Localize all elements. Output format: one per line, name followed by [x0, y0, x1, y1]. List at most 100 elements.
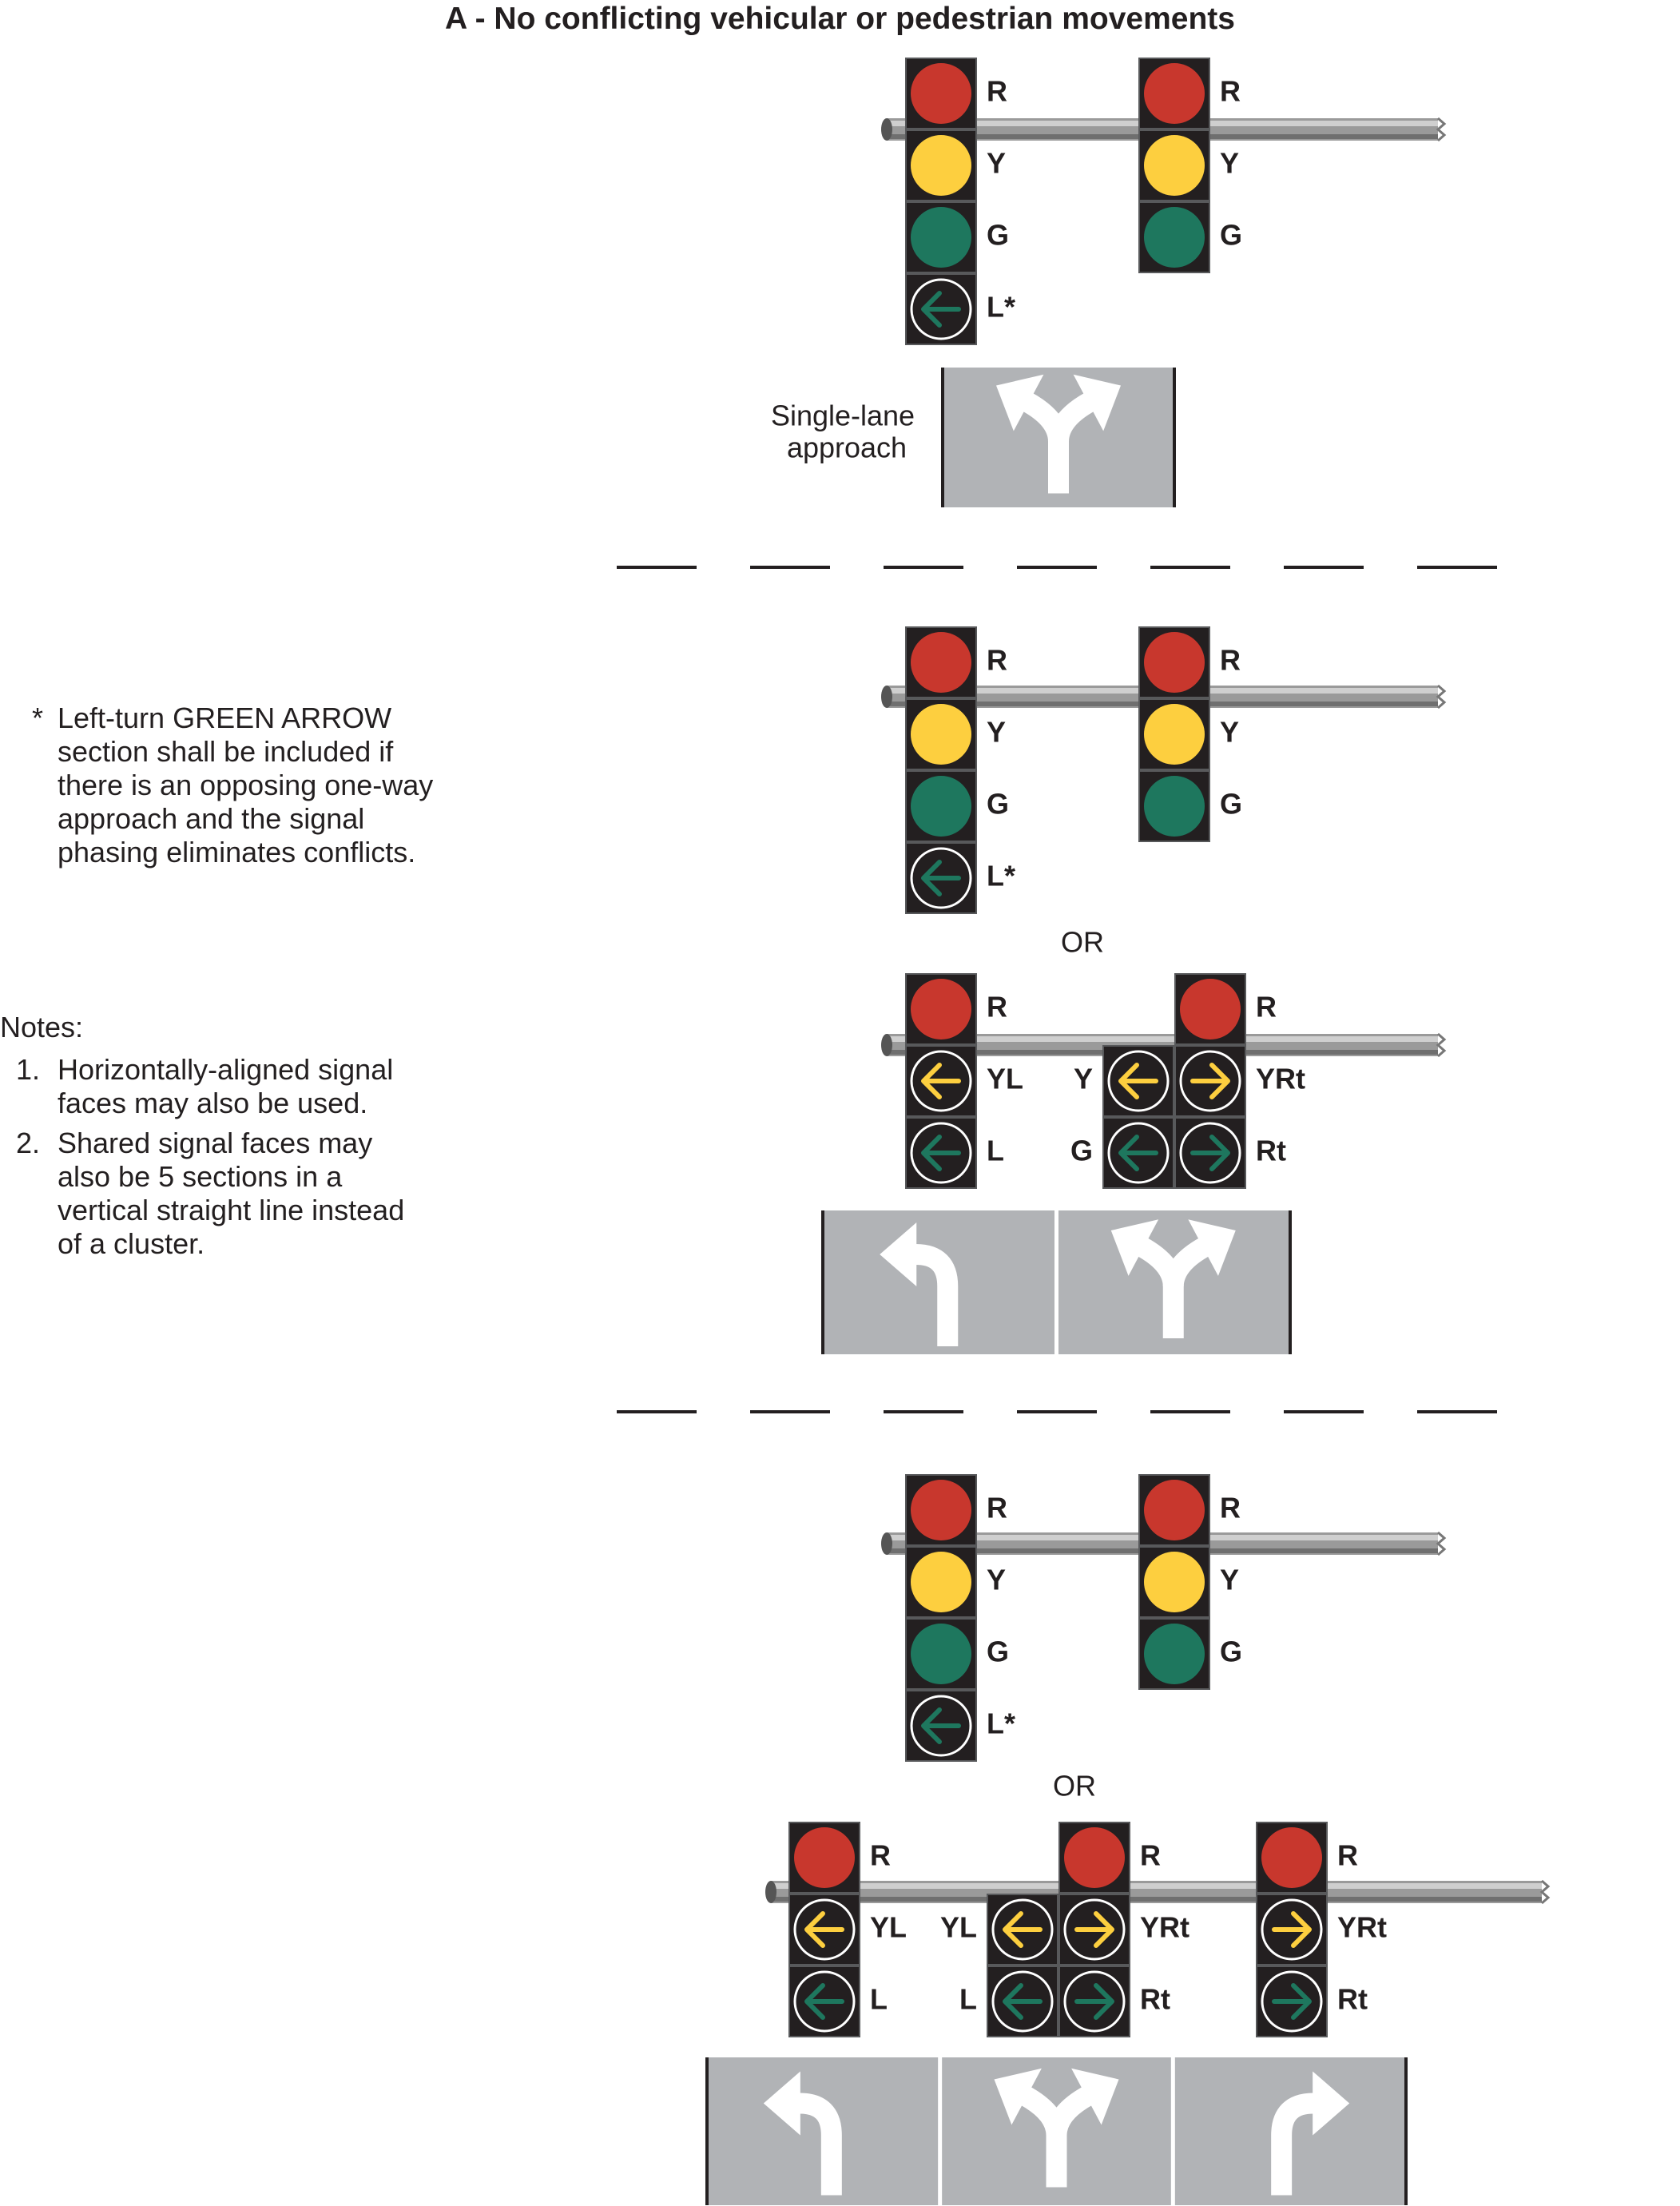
- signal-label: R: [1256, 991, 1277, 1024]
- signal-label: Y: [1220, 147, 1239, 180]
- signal-label: R: [1220, 644, 1241, 677]
- signal-label: Y: [987, 1564, 1006, 1596]
- signal-face: [905, 1474, 977, 1762]
- yellow-lens: [1144, 704, 1205, 765]
- lane-arrow-left: [763, 2071, 842, 2196]
- signal-label: YL: [987, 1063, 1023, 1095]
- signal-face: [1138, 626, 1210, 842]
- red-lens: [1261, 1827, 1322, 1888]
- signal-label: YRt: [1140, 1911, 1190, 1944]
- lane-arrow-left-through-right: [994, 2068, 1119, 2188]
- signal-face: [788, 1822, 860, 2037]
- signal-section: [1138, 1546, 1210, 1618]
- signal-section: [1102, 1045, 1174, 1117]
- red-lens: [911, 979, 971, 1039]
- signal-section: [788, 1822, 860, 1894]
- signal-label: R: [1220, 1492, 1241, 1524]
- signal-face-cluster: [1102, 973, 1246, 1189]
- red-lens: [1064, 1827, 1125, 1888]
- signal-face: [905, 58, 977, 345]
- signal-section: [1058, 1894, 1130, 1966]
- signal-section: [905, 1618, 977, 1690]
- signal-face: [1256, 1822, 1328, 2037]
- lane-group: [941, 368, 1176, 507]
- signal-label: Rt: [1337, 1983, 1368, 2016]
- signal-label: Y: [1220, 716, 1239, 749]
- signal-label: L*: [987, 1707, 1015, 1740]
- yellow-lens: [911, 704, 971, 765]
- lane-arrow-left-through-right: [1110, 1219, 1236, 1338]
- signal-section: [905, 842, 977, 914]
- red-lens: [794, 1827, 855, 1888]
- yellow-lens: [1144, 1552, 1205, 1612]
- signal-label: Y: [987, 716, 1006, 749]
- signal-face: [905, 973, 977, 1189]
- signal-section: [1058, 1822, 1130, 1894]
- lane-group: [821, 1210, 1292, 1354]
- signal-section: [905, 129, 977, 201]
- mast-arm: [765, 1879, 1551, 1905]
- signal-label: G: [1220, 1636, 1242, 1668]
- signal-label: L: [870, 1983, 888, 2016]
- signal-section: [905, 626, 977, 698]
- signal-label: R: [1337, 1839, 1358, 1872]
- lane-group: [705, 2057, 1408, 2205]
- signal-section: [1138, 698, 1210, 770]
- signal-section: [1138, 626, 1210, 698]
- signal-face: [1138, 58, 1210, 273]
- or-label: OR: [1061, 926, 1104, 959]
- signal-section: [1174, 1045, 1246, 1117]
- signal-label: YL: [870, 1911, 907, 1944]
- note-number: 1.: [16, 1053, 41, 1086]
- approach-label: Single-lane: [771, 399, 915, 432]
- signal-label: YRt: [1337, 1911, 1387, 1944]
- signal-section: [905, 1546, 977, 1618]
- notes-title: Notes:: [0, 1011, 84, 1043]
- lane-arrow-left: [880, 1222, 959, 1346]
- red-lens: [911, 632, 971, 693]
- signal-label: Y: [1220, 1564, 1239, 1596]
- yellow-lens: [911, 135, 971, 196]
- signal-section: [1256, 1966, 1328, 2037]
- signal-section: [905, 201, 977, 273]
- signal-section: [1174, 1117, 1246, 1189]
- signal-section: [1138, 1618, 1210, 1690]
- signal-label: G: [1220, 219, 1242, 252]
- signal-label: Rt: [1256, 1135, 1286, 1167]
- signal-label: G: [987, 1636, 1009, 1668]
- signal-section: [905, 1474, 977, 1546]
- signal-label: G: [987, 219, 1009, 252]
- signal-section: [1138, 58, 1210, 129]
- signal-label: R: [987, 991, 1007, 1024]
- signal-label: L*: [987, 860, 1015, 892]
- signal-section: [905, 273, 977, 345]
- signal-label: L*: [987, 291, 1015, 324]
- signal-label: R: [1220, 75, 1241, 108]
- signal-label: Y: [1074, 1063, 1093, 1095]
- signal-label: Y: [987, 147, 1006, 180]
- signal-section: [1102, 1117, 1174, 1189]
- signal-label: R: [987, 1492, 1007, 1524]
- signal-section: [1174, 973, 1246, 1045]
- signal-section: [1138, 129, 1210, 201]
- signal-section: [1256, 1894, 1328, 1966]
- lane-arrow-left-through-right: [996, 374, 1121, 494]
- signal-label: G: [1220, 788, 1242, 821]
- note-text: Horizontally-aligned signal faces may al…: [58, 1053, 394, 1119]
- signal-label: R: [987, 644, 1007, 677]
- red-lens: [1144, 63, 1205, 124]
- signal-section: [905, 1045, 977, 1117]
- yellow-lens: [1144, 135, 1205, 196]
- red-lens: [1144, 1480, 1205, 1540]
- signal-label: L: [959, 1983, 977, 2016]
- footnote-star: *: [32, 702, 44, 734]
- signal-section: [1138, 201, 1210, 273]
- green-lens: [1144, 207, 1205, 268]
- note-number: 2.: [16, 1127, 41, 1159]
- signal-section: [905, 973, 977, 1045]
- signal-section: [1058, 1966, 1130, 2037]
- page-title: A - No conflicting vehicular or pedestri…: [445, 2, 1235, 36]
- signal-label: G: [987, 788, 1009, 821]
- signal-label: YRt: [1256, 1063, 1305, 1095]
